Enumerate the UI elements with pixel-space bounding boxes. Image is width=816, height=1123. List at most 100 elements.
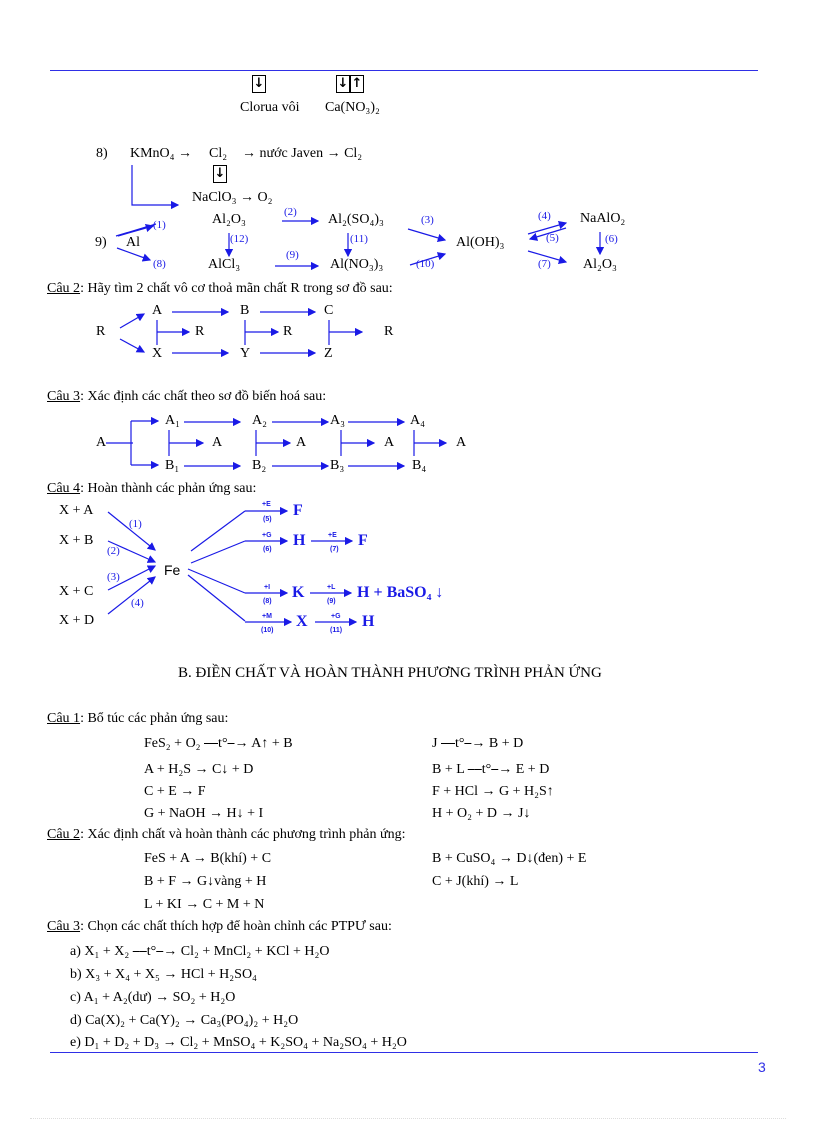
step-label: (10) bbox=[261, 627, 274, 634]
fe-node: Fe bbox=[164, 562, 181, 578]
question-label: Câu 3 bbox=[47, 389, 81, 404]
reaction-label: (11) bbox=[350, 233, 368, 245]
question-label: Câu 4 bbox=[47, 481, 81, 496]
item-8-kmno4: KMnO₄ → bbox=[130, 146, 193, 161]
equation: C + E → F bbox=[144, 784, 206, 799]
reaction-label: (7) bbox=[538, 258, 551, 270]
node-b3: B₃ bbox=[330, 458, 345, 473]
question-text: : Bổ túc các phản ứng sau: bbox=[80, 711, 229, 726]
node-a: A bbox=[96, 435, 107, 450]
question-3b-heading: Câu 3: Chọn các chất thích hợp để hoàn c… bbox=[47, 920, 392, 934]
reaction-label: (2) bbox=[284, 206, 297, 218]
node-b1: B₁ bbox=[165, 458, 180, 473]
question-1-heading: Câu 1: Bổ túc các phản ứng sau: bbox=[47, 712, 228, 726]
item-9-aloh3: Al(OH)₃ bbox=[456, 235, 505, 250]
reaction-label: (3) bbox=[107, 571, 120, 583]
node-b4: B₄ bbox=[412, 458, 427, 473]
item-9-al2o3-product: Al₂O₃ bbox=[583, 257, 617, 272]
question-label: Câu 3 bbox=[47, 919, 81, 934]
reaction-label: (9) bbox=[286, 249, 299, 261]
node-a: A bbox=[456, 435, 467, 450]
footer-rule bbox=[50, 1052, 758, 1053]
question-4-heading: Câu 4: Hoàn thành các phản ứng sau: bbox=[47, 482, 256, 496]
reactant-xa: X + A bbox=[59, 503, 94, 518]
question-label: Câu 2 bbox=[47, 827, 81, 842]
up-arrow-box-icon: ↑ bbox=[350, 75, 364, 93]
item-8-number: 8) bbox=[96, 146, 108, 161]
question-text: : Hoàn thành các phản ứng sau: bbox=[80, 481, 257, 496]
question-2b-heading: Câu 2: Xác định chất và hoàn thành các p… bbox=[47, 828, 406, 842]
ca-no3-label: Ca(NO₃)₂ bbox=[325, 100, 380, 115]
item-9-alcl3: AlCl₃ bbox=[208, 257, 241, 272]
equation: B + CuSO₄ → D↓(đen) + E bbox=[432, 851, 587, 866]
node-r: R bbox=[96, 324, 106, 339]
equation: FeS + A → B(khí) + C bbox=[144, 851, 272, 866]
question-label: Câu 2 bbox=[47, 281, 81, 296]
product-f: F bbox=[358, 532, 368, 549]
equation: d) Ca(X)₂ + Ca(Y)₂ → Ca₃(PO₄)₂ + H₂O bbox=[70, 1013, 299, 1028]
reagent-label: +E bbox=[262, 501, 271, 508]
reaction-label: (2) bbox=[107, 545, 120, 557]
node-a3: A₃ bbox=[330, 413, 345, 428]
item-9-alno33: Al(NO₃)₃ bbox=[330, 257, 384, 272]
step-label: (9) bbox=[327, 598, 336, 605]
product-x: X bbox=[296, 613, 308, 630]
reagent-label: +G bbox=[331, 613, 341, 620]
node-y: Y bbox=[240, 346, 251, 361]
item-9-number: 9) bbox=[95, 235, 107, 250]
node-x: X bbox=[152, 346, 163, 361]
question-3-heading: Câu 3: Xác định các chất theo sơ đồ biến… bbox=[47, 390, 326, 404]
equation: FeS₂ + O₂ ⎯⎯t°⎯→ A↑ + B bbox=[144, 736, 293, 751]
reagent-label: +L bbox=[327, 584, 336, 591]
node-a4: A₄ bbox=[410, 413, 425, 428]
step-label: (6) bbox=[263, 546, 272, 553]
reaction-label: (6) bbox=[605, 233, 618, 245]
item-8-naclo3: NaClO₃ → O₂ bbox=[192, 190, 273, 205]
reaction-label: (10) bbox=[416, 258, 435, 270]
reaction-label: (3) bbox=[421, 214, 434, 226]
equation: B + F → G↓vàng + H bbox=[144, 874, 267, 889]
reagent-label: +I bbox=[264, 584, 271, 591]
down-arrow-box-icon: ↓ bbox=[252, 75, 266, 93]
page-bottom-divider bbox=[30, 1118, 786, 1119]
equation: G + NaOH → H↓ + I bbox=[144, 806, 264, 821]
step-label: (8) bbox=[263, 598, 272, 605]
item-9-naalo2: NaAlO₂ bbox=[580, 211, 626, 226]
question-2-heading: Câu 2: Hãy tìm 2 chất vô cơ thoả mãn chấ… bbox=[47, 282, 393, 296]
equation: c) A₁ + A₂(dư) → SO₂ + H₂O bbox=[70, 990, 236, 1005]
node-a1: A₁ bbox=[165, 413, 180, 428]
question-text: : Xác định các chất theo sơ đồ biến hoá … bbox=[80, 389, 327, 404]
node-c: C bbox=[324, 303, 334, 318]
item-9-al2so43: Al₂(SO₄)₃ bbox=[328, 212, 384, 227]
equation: C + J(khí) → L bbox=[432, 874, 519, 889]
node-z: Z bbox=[324, 346, 333, 361]
equation: H + O₂ + D → J↓ bbox=[432, 806, 531, 821]
reaction-label: (4) bbox=[131, 597, 144, 609]
reactant-xc: X + C bbox=[59, 584, 94, 599]
product-f: F bbox=[293, 502, 303, 519]
question-label: Câu 1 bbox=[47, 711, 81, 726]
question-text: : Chọn các chất thích hợp để hoàn chỉnh … bbox=[80, 919, 392, 934]
reaction-label: (5) bbox=[546, 232, 559, 244]
down-arrow-box-icon: ↓ bbox=[213, 165, 227, 183]
product-h: H bbox=[362, 613, 375, 630]
product-h-baso4: H + BaSO₄ ↓ bbox=[357, 584, 444, 601]
node-r: R bbox=[283, 324, 293, 339]
section-b-title: B. ĐIỀN CHẤT VÀ HOÀN THÀNH PHƯƠNG TRÌNH … bbox=[178, 665, 602, 681]
step-label: (7) bbox=[330, 546, 339, 553]
equation: J ⎯⎯t°⎯→ B + D bbox=[432, 736, 524, 751]
step-label: (11) bbox=[330, 627, 343, 634]
reaction-label: (8) bbox=[153, 258, 166, 270]
item-8-cl2: Cl₂ bbox=[209, 146, 228, 161]
reagent-label: +M bbox=[262, 613, 272, 620]
node-r: R bbox=[384, 324, 394, 339]
node-b: B bbox=[240, 303, 250, 318]
item-9-al2o3: Al₂O₃ bbox=[212, 212, 246, 227]
reaction-label: (12) bbox=[230, 233, 249, 245]
reaction-label: (1) bbox=[153, 219, 166, 231]
down-arrow-box-icon: ↓ bbox=[336, 75, 350, 93]
product-k: K bbox=[292, 584, 305, 601]
node-a2: A₂ bbox=[252, 413, 267, 428]
equation: e) D₁ + D₂ + D₃ → Cl₂ + MnSO₄ + K₂SO₄ + … bbox=[70, 1035, 407, 1050]
reaction-label: (1) bbox=[129, 518, 142, 530]
